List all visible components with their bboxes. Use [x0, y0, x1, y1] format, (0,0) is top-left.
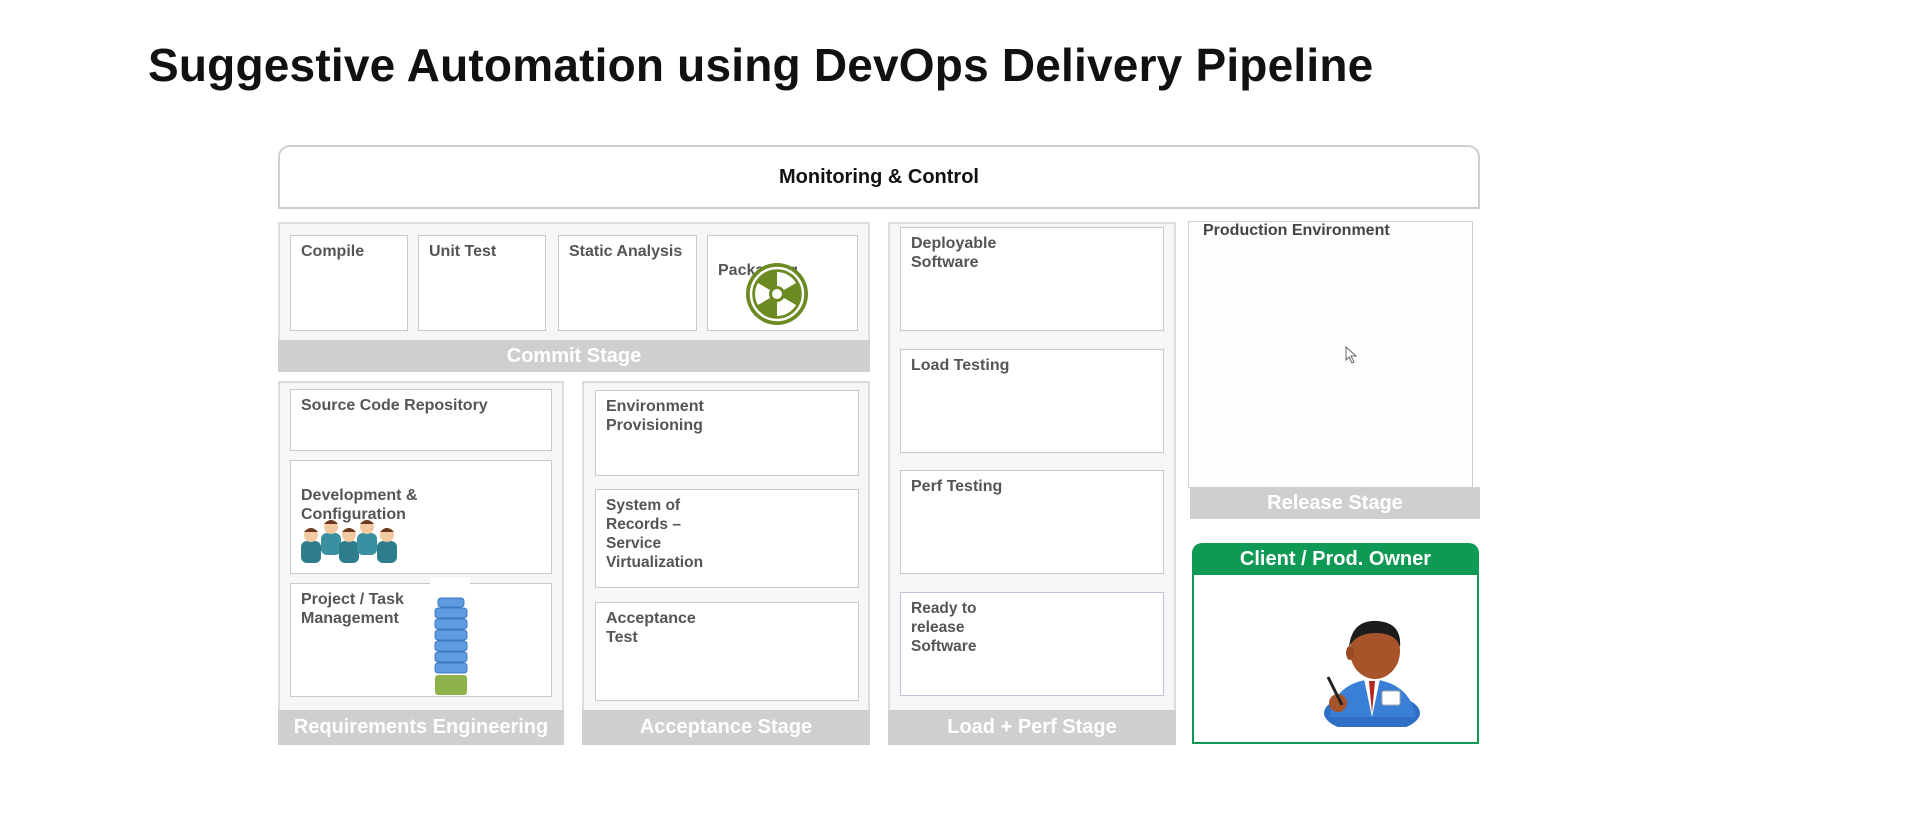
perf-testing-card: Perf Testing [900, 470, 1164, 574]
development-configuration-label: Development & Configuration [301, 487, 418, 523]
mouse-cursor-icon [1345, 346, 1358, 364]
page-title: Suggestive Automation using DevOps Deliv… [148, 39, 1374, 91]
card-notch [430, 578, 470, 598]
source-code-repository-card: Source Code Repository [290, 389, 552, 451]
client-prod-owner-panel [1192, 575, 1479, 744]
service-virtualization-card: System of Records – Service Virtualizati… [595, 489, 859, 588]
compile-card: Compile [290, 235, 408, 331]
developer-team-icon [301, 520, 397, 563]
deployable-software-card: Deployable Software [900, 227, 1164, 331]
ready-to-release-card: Ready to release Software [900, 592, 1164, 696]
requirements-engineering-band: Requirements Engineering [278, 710, 564, 745]
production-environment-panel: Production Environment [1188, 221, 1473, 488]
project-task-management-card: Project / Task Management [290, 583, 552, 697]
load-testing-card: Load Testing [900, 349, 1164, 453]
client-prod-owner-header: Client / Prod. Owner [1192, 543, 1479, 576]
release-stage-band: Release Stage [1190, 487, 1480, 519]
load-perf-stage-band: Load + Perf Stage [888, 710, 1176, 745]
monitoring-control-bar: Monitoring & Control [278, 145, 1480, 209]
unit-test-card: Unit Test [418, 235, 546, 331]
packaging-card: Packaging [707, 235, 858, 331]
static-analysis-card: Static Analysis [558, 235, 697, 331]
radiation-symbol-icon [746, 263, 808, 325]
development-configuration-card: Development & Configuration [290, 460, 552, 574]
environment-provisioning-card: Environment Provisioning [595, 390, 859, 476]
acceptance-test-card: Acceptance Test [595, 602, 859, 701]
production-environment-label: Production Environment [1203, 222, 1390, 239]
acceptance-stage-band: Acceptance Stage [582, 710, 870, 745]
business-person-icon [1324, 620, 1420, 727]
task-stack-icon [434, 597, 468, 695]
commit-stage-band: Commit Stage [278, 340, 870, 372]
